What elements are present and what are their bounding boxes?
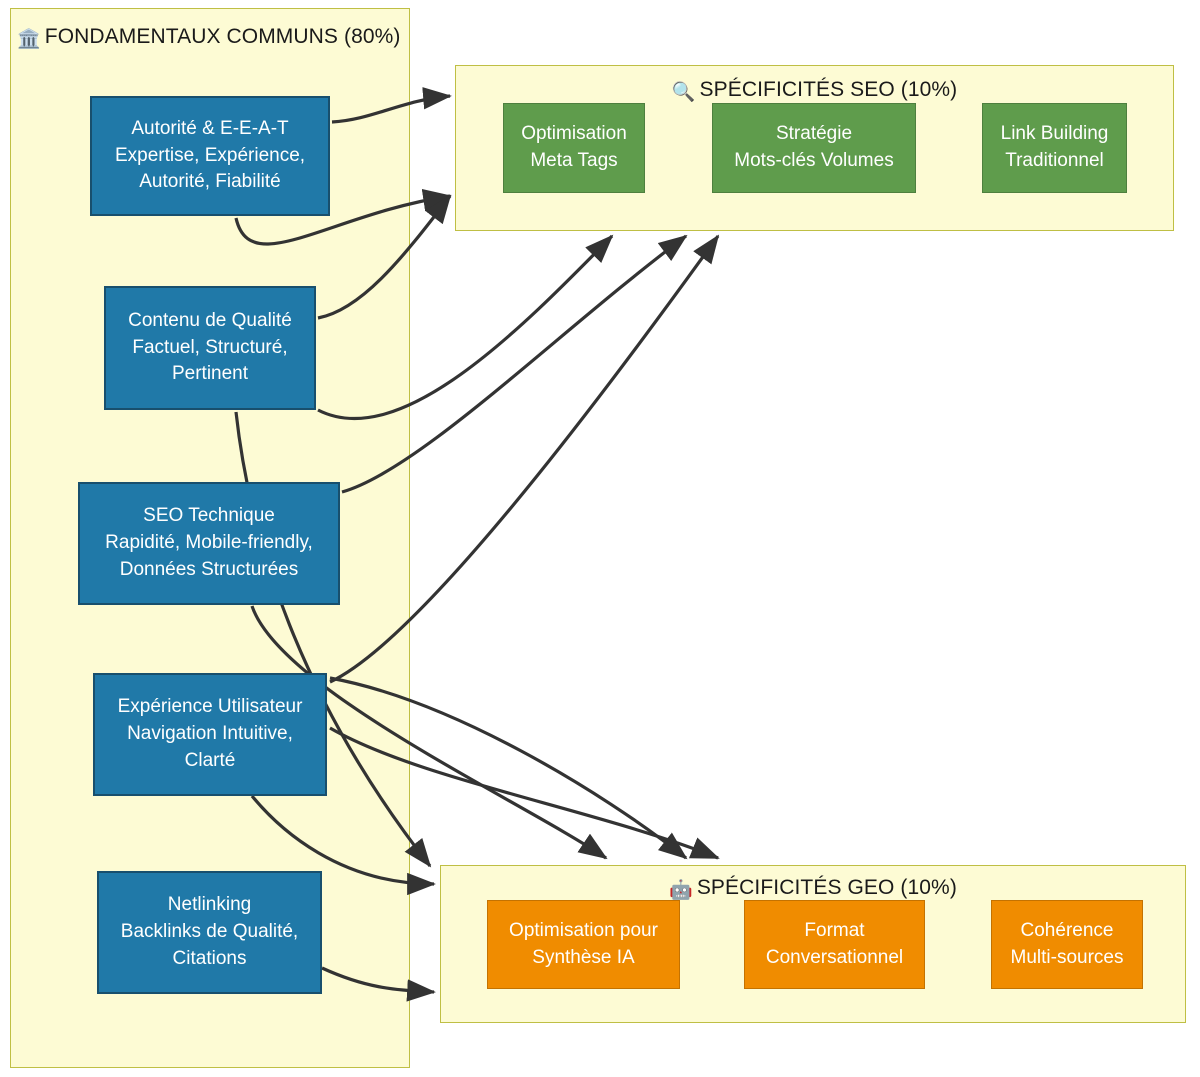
node-label-line: Citations bbox=[172, 947, 247, 969]
subgraph-geo-title-text: SPÉCIFICITÉS GEO (10%) bbox=[696, 876, 957, 899]
node-label-line: Stratégie bbox=[775, 123, 853, 145]
subgraph-geo-title: 🤖SPÉCIFICITÉS GEO (10%) bbox=[441, 876, 1185, 902]
node-label-line: Synthèse IA bbox=[532, 946, 635, 968]
node-label-line: Mots-clés Volumes bbox=[734, 150, 894, 171]
node-label-line: Données Structurées bbox=[119, 558, 299, 580]
node-label-line: Clarté bbox=[184, 749, 236, 771]
subgraph-fondamentaux-title: 🏛️FONDAMENTAUX COMMUNS (80%) bbox=[17, 25, 401, 51]
node-label-line: Expertise, Expérience, bbox=[114, 144, 306, 166]
node-label-line: Backlinks de Qualité, bbox=[120, 921, 299, 943]
node-label-line: Optimisation bbox=[521, 123, 627, 145]
node-label-line: Meta Tags bbox=[530, 150, 618, 171]
subgraph-seo-title: 🔍SPÉCIFICITÉS SEO (10%) bbox=[456, 78, 1173, 104]
node-label-line: Traditionnel bbox=[1005, 150, 1104, 171]
node-label-line: Autorité & E-E-A-T bbox=[131, 117, 289, 139]
node-label-line: Conversationnel bbox=[765, 946, 904, 968]
node-label-line: Factuel, Structuré, bbox=[132, 336, 288, 358]
subgraph-fondamentaux-title-text: FONDAMENTAUX COMMUNS (80%) bbox=[44, 25, 401, 48]
node-label-line: Optimisation pour bbox=[509, 919, 658, 941]
node-label-line: Format bbox=[804, 919, 865, 941]
node-label-line: Pertinent bbox=[171, 363, 249, 385]
node-label-line: Link Building bbox=[1000, 123, 1109, 145]
node-label-line: Navigation Intuitive, bbox=[127, 723, 293, 745]
node-label-line: Autorité, Fiabilité bbox=[139, 171, 281, 193]
robot-icon: 🤖 bbox=[669, 880, 693, 901]
node-label-line: Expérience Utilisateur bbox=[117, 696, 303, 718]
node-label-line: Netlinking bbox=[167, 894, 252, 916]
magnifying-glass-icon: 🔍 bbox=[671, 82, 696, 103]
node-label-line: Multi-sources bbox=[1010, 946, 1124, 968]
node-label-line: Contenu de Qualité bbox=[128, 309, 292, 331]
node-autorite-eeat[interactable]: Autorité & E-E-A-T Expertise, Expérience,… bbox=[90, 96, 330, 216]
node-label-line: Cohérence bbox=[1020, 919, 1114, 941]
node-label-line: SEO Technique bbox=[143, 505, 275, 527]
subgraph-seo-title-text: SPÉCIFICITÉS SEO (10%) bbox=[699, 78, 958, 101]
node-label-line: Rapidité, Mobile-friendly, bbox=[105, 532, 313, 554]
classical-building-icon: 🏛️ bbox=[17, 29, 41, 50]
